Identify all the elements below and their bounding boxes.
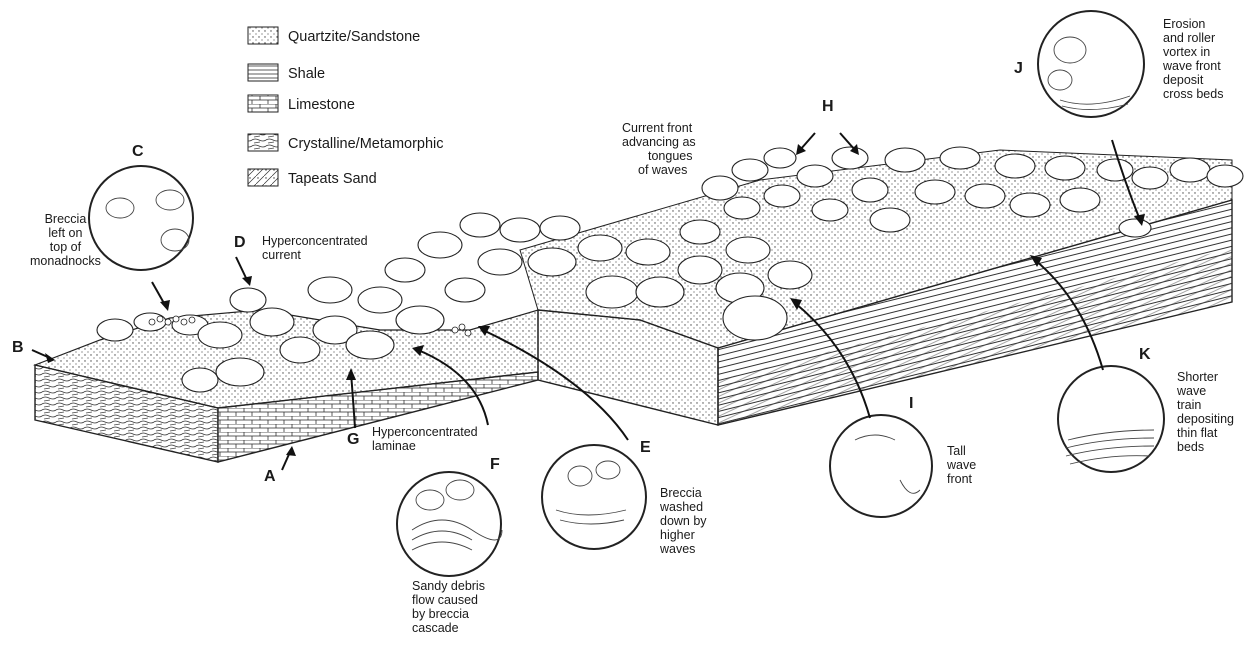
legend-shale: Shale: [288, 66, 325, 82]
legend-limestone: Limestone: [288, 97, 355, 113]
detail-circle-f: [397, 472, 501, 576]
label-i: I: [909, 396, 913, 412]
legend-tapeats-sand: Tapeats Sand: [288, 171, 377, 187]
legend-crystalline-metamorphic: Crystalline/Metamorphic: [288, 136, 444, 152]
label-e: E: [640, 440, 651, 456]
label-b: B: [12, 340, 24, 356]
label-h: H: [822, 99, 834, 115]
label-d: D: [234, 235, 246, 251]
detail-circle-j: [1038, 11, 1144, 117]
detail-circle-e: [542, 445, 646, 549]
legend-swatches: [248, 27, 278, 186]
label-k: K: [1139, 347, 1151, 363]
detail-circle-c: [89, 166, 193, 270]
legend-quartzite-sandstone: Quartzite/Sandstone: [288, 29, 420, 45]
label-c: C: [132, 144, 144, 160]
detail-circle-i: [830, 415, 932, 517]
label-f: F: [490, 457, 500, 473]
label-a: A: [264, 469, 276, 485]
label-j: J: [1014, 61, 1023, 77]
label-g: G: [347, 432, 359, 448]
